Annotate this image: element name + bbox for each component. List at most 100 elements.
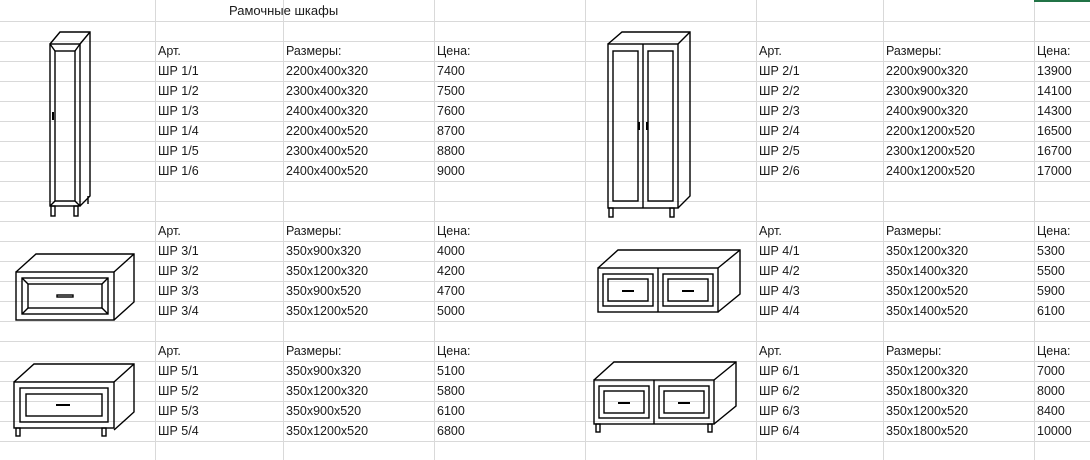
row-4-4-art[interactable]: ШР 4/4 <box>759 304 800 318</box>
row-5-4-art[interactable]: ШР 5/4 <box>158 424 199 438</box>
row-2-1-price[interactable]: 13900 <box>1037 64 1072 78</box>
row-1-4-size[interactable]: 2200x400x520 <box>286 124 369 138</box>
row-2-5-art[interactable]: ШР 2/5 <box>759 144 800 158</box>
row-2-4-art[interactable]: ШР 2/4 <box>759 124 800 138</box>
header-size[interactable]: Размеры: <box>886 44 942 58</box>
row-3-1-art[interactable]: ШР 3/1 <box>158 244 199 258</box>
sheet-title[interactable]: Рамочные шкафы <box>229 3 339 18</box>
row-5-1-price[interactable]: 5100 <box>437 364 465 378</box>
row-6-3-price[interactable]: 8400 <box>1037 404 1065 418</box>
row-6-3-size[interactable]: 350x1200x520 <box>886 404 969 418</box>
tall-single-door-wardrobe-drawing[interactable] <box>44 24 108 220</box>
row-2-6-price[interactable]: 17000 <box>1037 164 1072 178</box>
row-6-4-art[interactable]: ШР 6/4 <box>759 424 800 438</box>
tall-double-door-wardrobe-drawing[interactable] <box>602 24 696 220</box>
row-1-6-art[interactable]: ШР 1/6 <box>158 164 199 178</box>
header-price[interactable]: Цена: <box>1037 344 1071 358</box>
row-1-6-size[interactable]: 2400x400x520 <box>286 164 369 178</box>
row-2-1-art[interactable]: ШР 2/1 <box>759 64 800 78</box>
row-2-3-art[interactable]: ШР 2/3 <box>759 104 800 118</box>
row-3-1-size[interactable]: 350x900x320 <box>286 244 362 258</box>
header-art[interactable]: Арт. <box>759 44 782 58</box>
header-price[interactable]: Цена: <box>1037 44 1071 58</box>
header-art[interactable]: Арт. <box>759 224 782 238</box>
row-1-4-art[interactable]: ШР 1/4 <box>158 124 199 138</box>
row-2-5-price[interactable]: 16700 <box>1037 144 1072 158</box>
row-6-2-art[interactable]: ШР 6/2 <box>759 384 800 398</box>
row-5-3-price[interactable]: 6100 <box>437 404 465 418</box>
row-6-4-size[interactable]: 350x1800x520 <box>886 424 969 438</box>
header-art[interactable]: Арт. <box>158 224 181 238</box>
row-5-2-price[interactable]: 5800 <box>437 384 465 398</box>
row-2-6-art[interactable]: ШР 2/6 <box>759 164 800 178</box>
header-size[interactable]: Размеры: <box>886 224 942 238</box>
row-6-1-size[interactable]: 350x1200x320 <box>886 364 969 378</box>
row-4-3-size[interactable]: 350x1200x520 <box>886 284 969 298</box>
header-size[interactable]: Размеры: <box>286 224 342 238</box>
header-size[interactable]: Размеры: <box>286 44 342 58</box>
row-5-3-size[interactable]: 350x900x520 <box>286 404 362 418</box>
row-1-3-art[interactable]: ШР 1/3 <box>158 104 199 118</box>
row-4-1-size[interactable]: 350x1200x320 <box>886 244 969 258</box>
row-1-1-size[interactable]: 2200x400x320 <box>286 64 369 78</box>
row-4-3-art[interactable]: ШР 4/3 <box>759 284 800 298</box>
row-1-3-price[interactable]: 7600 <box>437 104 465 118</box>
row-1-5-art[interactable]: ШР 1/5 <box>158 144 199 158</box>
header-size[interactable]: Размеры: <box>886 344 942 358</box>
row-5-2-size[interactable]: 350x1200x320 <box>286 384 369 398</box>
row-6-2-size[interactable]: 350x1800x320 <box>886 384 969 398</box>
row-5-2-art[interactable]: ШР 5/2 <box>158 384 199 398</box>
row-3-2-art[interactable]: ШР 3/2 <box>158 264 199 278</box>
row-6-3-art[interactable]: ШР 6/3 <box>759 404 800 418</box>
row-2-4-size[interactable]: 2200x1200x520 <box>886 124 975 138</box>
row-5-4-price[interactable]: 6800 <box>437 424 465 438</box>
header-art[interactable]: Арт. <box>158 344 181 358</box>
row-5-3-art[interactable]: ШР 5/3 <box>158 404 199 418</box>
row-2-2-price[interactable]: 14100 <box>1037 84 1072 98</box>
low-single-door-cabinet-on-legs-drawing[interactable] <box>10 358 140 438</box>
row-3-3-price[interactable]: 4700 <box>437 284 465 298</box>
row-3-4-art[interactable]: ШР 3/4 <box>158 304 199 318</box>
row-3-4-price[interactable]: 5000 <box>437 304 465 318</box>
row-4-2-price[interactable]: 5500 <box>1037 264 1065 278</box>
low-single-door-cabinet-drawing[interactable] <box>12 248 138 324</box>
row-4-1-art[interactable]: ШР 4/1 <box>759 244 800 258</box>
row-3-3-size[interactable]: 350x900x520 <box>286 284 362 298</box>
row-4-4-price[interactable]: 6100 <box>1037 304 1065 318</box>
row-6-1-art[interactable]: ШР 6/1 <box>759 364 800 378</box>
row-1-5-size[interactable]: 2300x400x520 <box>286 144 369 158</box>
row-4-2-art[interactable]: ШР 4/2 <box>759 264 800 278</box>
row-2-5-size[interactable]: 2300x1200x520 <box>886 144 975 158</box>
row-4-2-size[interactable]: 350x1400x320 <box>886 264 969 278</box>
row-6-1-price[interactable]: 7000 <box>1037 364 1065 378</box>
row-1-5-price[interactable]: 8800 <box>437 144 465 158</box>
header-price[interactable]: Цена: <box>437 344 471 358</box>
row-4-1-price[interactable]: 5300 <box>1037 244 1065 258</box>
row-1-6-price[interactable]: 9000 <box>437 164 465 178</box>
row-2-4-price[interactable]: 16500 <box>1037 124 1072 138</box>
row-4-4-size[interactable]: 350x1400x520 <box>886 304 969 318</box>
header-size[interactable]: Размеры: <box>286 344 342 358</box>
row-1-1-price[interactable]: 7400 <box>437 64 465 78</box>
row-2-3-price[interactable]: 14300 <box>1037 104 1072 118</box>
low-double-door-cabinet-on-legs-drawing[interactable] <box>590 356 740 436</box>
row-2-1-size[interactable]: 2200x900x320 <box>886 64 969 78</box>
row-3-1-price[interactable]: 4000 <box>437 244 465 258</box>
row-3-3-art[interactable]: ШР 3/3 <box>158 284 199 298</box>
row-2-6-size[interactable]: 2400x1200x520 <box>886 164 975 178</box>
header-price[interactable]: Цена: <box>437 44 471 58</box>
row-5-4-size[interactable]: 350x1200x520 <box>286 424 369 438</box>
header-art[interactable]: Арт. <box>158 44 181 58</box>
row-5-1-art[interactable]: ШР 5/1 <box>158 364 199 378</box>
row-4-3-price[interactable]: 5900 <box>1037 284 1065 298</box>
row-3-2-size[interactable]: 350x1200x320 <box>286 264 369 278</box>
row-1-2-size[interactable]: 2300x400x320 <box>286 84 369 98</box>
row-3-2-price[interactable]: 4200 <box>437 264 465 278</box>
row-1-3-size[interactable]: 2400x400x320 <box>286 104 369 118</box>
row-1-2-art[interactable]: ШР 1/2 <box>158 84 199 98</box>
row-1-1-art[interactable]: ШР 1/1 <box>158 64 199 78</box>
row-2-2-size[interactable]: 2300x900x320 <box>886 84 969 98</box>
row-2-2-art[interactable]: ШР 2/2 <box>759 84 800 98</box>
row-1-2-price[interactable]: 7500 <box>437 84 465 98</box>
low-double-door-cabinet-drawing[interactable] <box>594 244 744 316</box>
